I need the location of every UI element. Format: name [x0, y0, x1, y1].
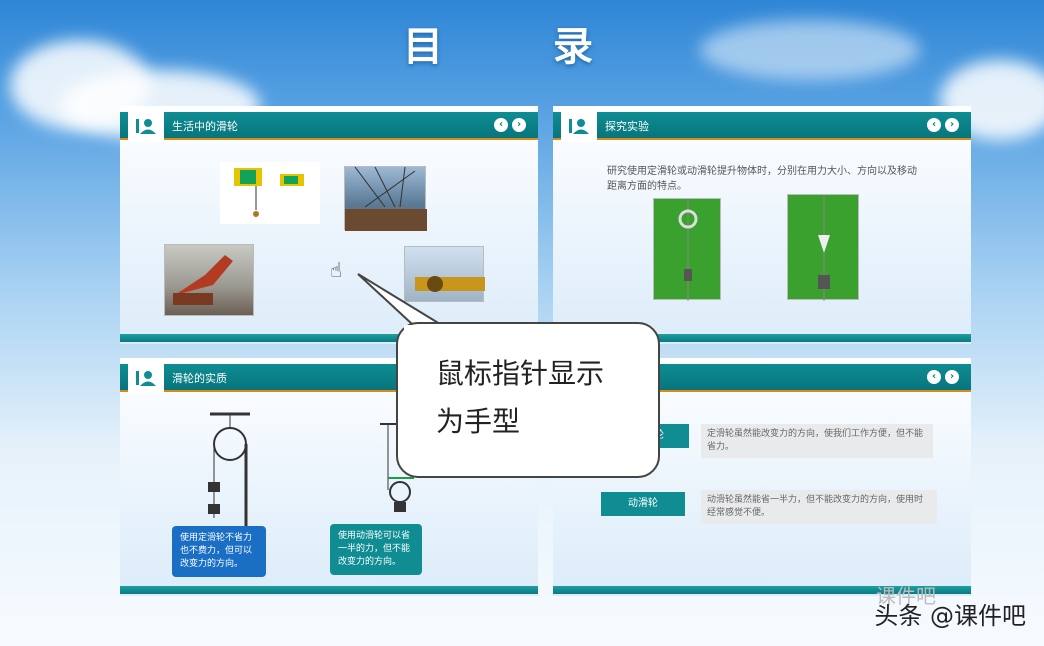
experiment-description: 研究使用定滑轮或动滑轮提升物体时，分别在用力大小、方向以及移动距离方面的特点。 [607, 166, 917, 192]
callout-bubble [396, 322, 660, 478]
prev-arrow-icon[interactable]: ‹ [494, 118, 508, 132]
excavator-photo [164, 244, 254, 316]
thumbnail-experiment[interactable]: 探究实验 ‹ › 研究使用定滑轮或动滑轮提升物体时，分别在用力大小、方向以及移动… [553, 106, 971, 344]
panel-title: 滑轮的实质 [172, 372, 227, 385]
person-icon [128, 110, 164, 142]
movable-pulley-description: 动滑轮虽然能省一半力，但不能改变力的方向，使用时经常感觉不便。 [701, 490, 937, 524]
movable-pulley-note: 使用动滑轮可以省一半的力，但不能改变力的方向。 [330, 524, 422, 575]
movable-pulley-tag: 动滑轮 [601, 492, 685, 516]
slide-title: 目 录 [403, 24, 641, 70]
next-arrow-icon[interactable]: › [945, 370, 959, 384]
thumbnail-pulleys-in-life[interactable]: 生活中的滑轮 ‹ › ☝ [120, 106, 538, 344]
hand-cursor-icon: ☝ [330, 258, 343, 282]
fixed-pulley-diagram [208, 412, 250, 528]
panel-footer-bar [120, 586, 538, 594]
cloud [700, 20, 920, 80]
panel-nav: ‹ › [927, 118, 959, 132]
prev-arrow-icon[interactable]: ‹ [927, 118, 941, 132]
fixed-pulley-description: 定滑轮虽然能改变力的方向，使我们工作方便，但不能省力。 [701, 424, 933, 458]
callout-text: 鼠标指针显示为手型 [436, 357, 605, 438]
person-icon [561, 110, 597, 142]
panel-footer-bar [553, 586, 971, 594]
person-icon [128, 362, 164, 394]
panel-nav: ‹ › [494, 118, 526, 132]
crane-photo [220, 162, 320, 224]
movable-pulley-photo [787, 194, 859, 301]
panel-title: 生活中的滑轮 [172, 120, 238, 133]
watermark: 头条 @课件吧 [874, 602, 1026, 630]
panel-nav: ‹ › [927, 370, 959, 384]
fixed-pulley-photo [653, 198, 721, 301]
panel-footer-bar [120, 334, 538, 342]
panel-footer-bar [553, 334, 971, 342]
next-arrow-icon[interactable]: › [512, 118, 526, 132]
movable-pulley-diagram [380, 423, 414, 512]
next-arrow-icon[interactable]: › [945, 118, 959, 132]
lift-photo [404, 246, 485, 302]
watermark-ghost: 课件吧 [876, 584, 936, 608]
prev-arrow-icon[interactable]: ‹ [927, 370, 941, 384]
ship-photo [344, 166, 427, 231]
panel-title: 探究实验 [605, 120, 649, 133]
panel-header: 生活中的滑轮 ‹ › [120, 110, 538, 142]
panel-header: 探究实验 ‹ › [553, 110, 971, 142]
fixed-pulley-note: 使用定滑轮不省力也不费力，但可以改变力的方向。 [172, 526, 266, 577]
